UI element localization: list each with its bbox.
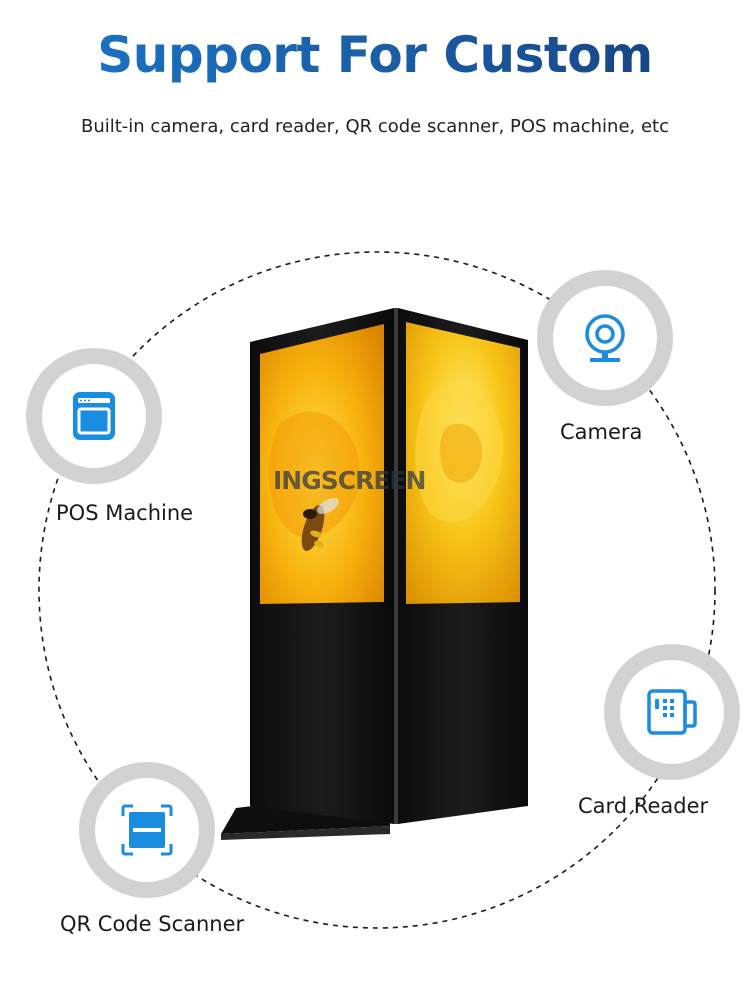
card-reader-icon [647,689,697,735]
feature-qr-ring [79,762,215,898]
feature-camera-label: Camera [560,420,643,444]
feature-card-reader-ring [604,644,740,780]
page-title: Support For Custom [0,26,750,84]
page-subtitle: Built-in camera, card reader, QR code sc… [80,116,670,137]
feature-pos-ring [26,348,162,484]
kiosk-product-image: INGSCREEN [218,306,532,846]
brand-watermark: INGSCREEN [273,466,426,495]
feature-pos-label: POS Machine [56,501,194,525]
webcam-icon [585,314,625,362]
feature-qr-label: QR Code Scanner [60,912,245,936]
pos-machine-icon [73,392,115,440]
feature-camera-ring [537,270,673,406]
qr-scanner-icon [121,804,173,856]
feature-card-reader-label: Card Reader [578,794,709,818]
